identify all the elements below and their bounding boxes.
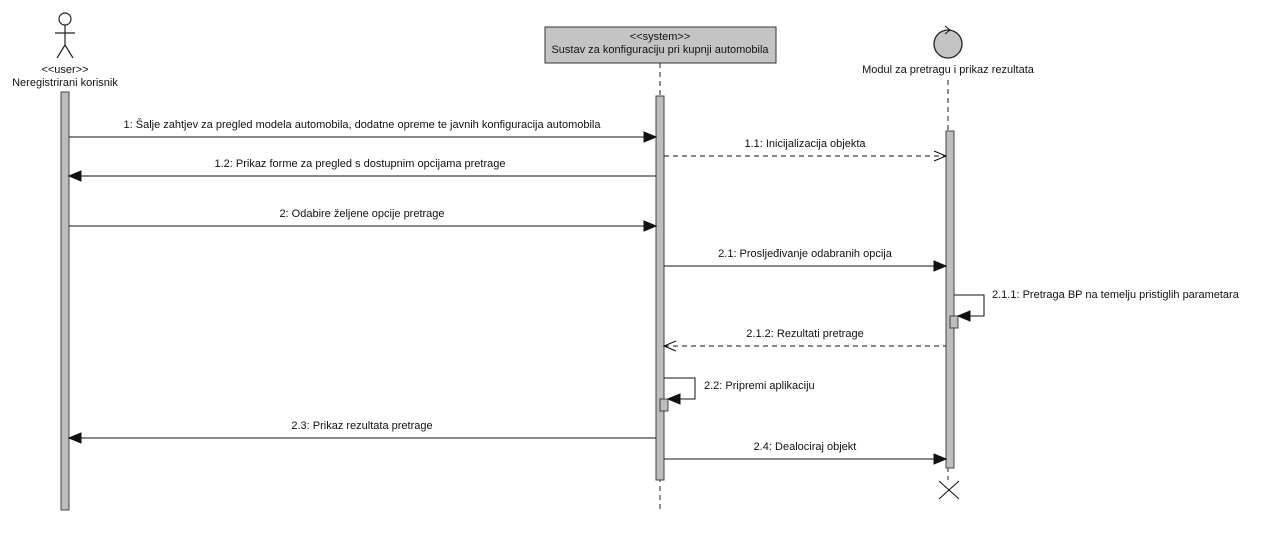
message-2-1-1-label: 2.1.1: Pretraga BP na temelju pristiglih… xyxy=(992,289,1240,301)
message-2-3-label: 2.3: Prikaz rezultata pretrage xyxy=(291,420,432,432)
control-object-icon xyxy=(933,25,963,59)
control-self-activation xyxy=(949,315,959,329)
message-1-1: 1.1: Inicijalizacija objekta xyxy=(664,138,948,162)
message-1-2-label: 1.2: Prikaz forme za pregled s dostupnim… xyxy=(214,158,505,170)
message-1-2: 1.2: Prikaz forme za pregled s dostupnim… xyxy=(67,158,656,182)
actor-activation-bar xyxy=(60,91,70,511)
system-activation-bar xyxy=(655,95,665,481)
message-2-1-2-label: 2.1.2: Rezultati pretrage xyxy=(746,328,863,340)
actor-name: Neregistrirani korisnik xyxy=(12,77,118,89)
message-2-2: 2.2: Pripremi aplikaciju xyxy=(664,377,815,405)
message-1: 1: Šalje zahtjev za pregled modela autom… xyxy=(69,118,658,143)
message-2-1-2: 2.1.2: Rezultati pretrage xyxy=(662,328,946,352)
actor-stick-figure-icon xyxy=(55,12,75,59)
control-participant: Modul za pretragu i prikaz rezultata xyxy=(862,25,1035,76)
message-2: 2: Odabire željene opcije pretrage xyxy=(69,208,658,232)
message-2-1-1: 2.1.1: Pretraga BP na temelju pristiglih… xyxy=(954,289,1240,322)
message-2-1: 2.1: Prosljeđivanje odabranih opcija xyxy=(664,248,948,272)
actor-neregistrirani-korisnik: <<user>> Neregistrirani korisnik xyxy=(12,12,118,89)
message-2-3: 2.3: Prikaz rezultata pretrage xyxy=(67,420,656,444)
message-1-label: 1: Šalje zahtjev za pregled modela autom… xyxy=(124,118,602,131)
message-2-4: 2.4: Dealociraj objekt xyxy=(664,441,948,465)
message-1-1-label: 1.1: Inicijalizacija objekta xyxy=(744,138,866,150)
control-name: Modul za pretragu i prikaz rezultata xyxy=(862,64,1035,76)
message-2-2-label: 2.2: Pripremi aplikaciju xyxy=(704,380,815,392)
system-box xyxy=(544,26,777,64)
message-2-4-label: 2.4: Dealociraj objekt xyxy=(754,441,857,453)
system-stereotype: <<system>> xyxy=(630,31,691,43)
message-2-1-label: 2.1: Prosljeđivanje odabranih opcija xyxy=(718,248,893,260)
system-name: Sustav za konfiguraciju pri kupnji autom… xyxy=(551,44,769,56)
control-activation-bar xyxy=(945,130,955,469)
system-self-activation xyxy=(659,398,669,412)
system-participant: <<system>> Sustav za konfiguraciju pri k… xyxy=(544,26,777,64)
destroy-x-icon xyxy=(938,480,960,500)
message-2-label: 2: Odabire željene opcije pretrage xyxy=(279,208,444,220)
actor-stereotype: <<user>> xyxy=(41,64,88,76)
